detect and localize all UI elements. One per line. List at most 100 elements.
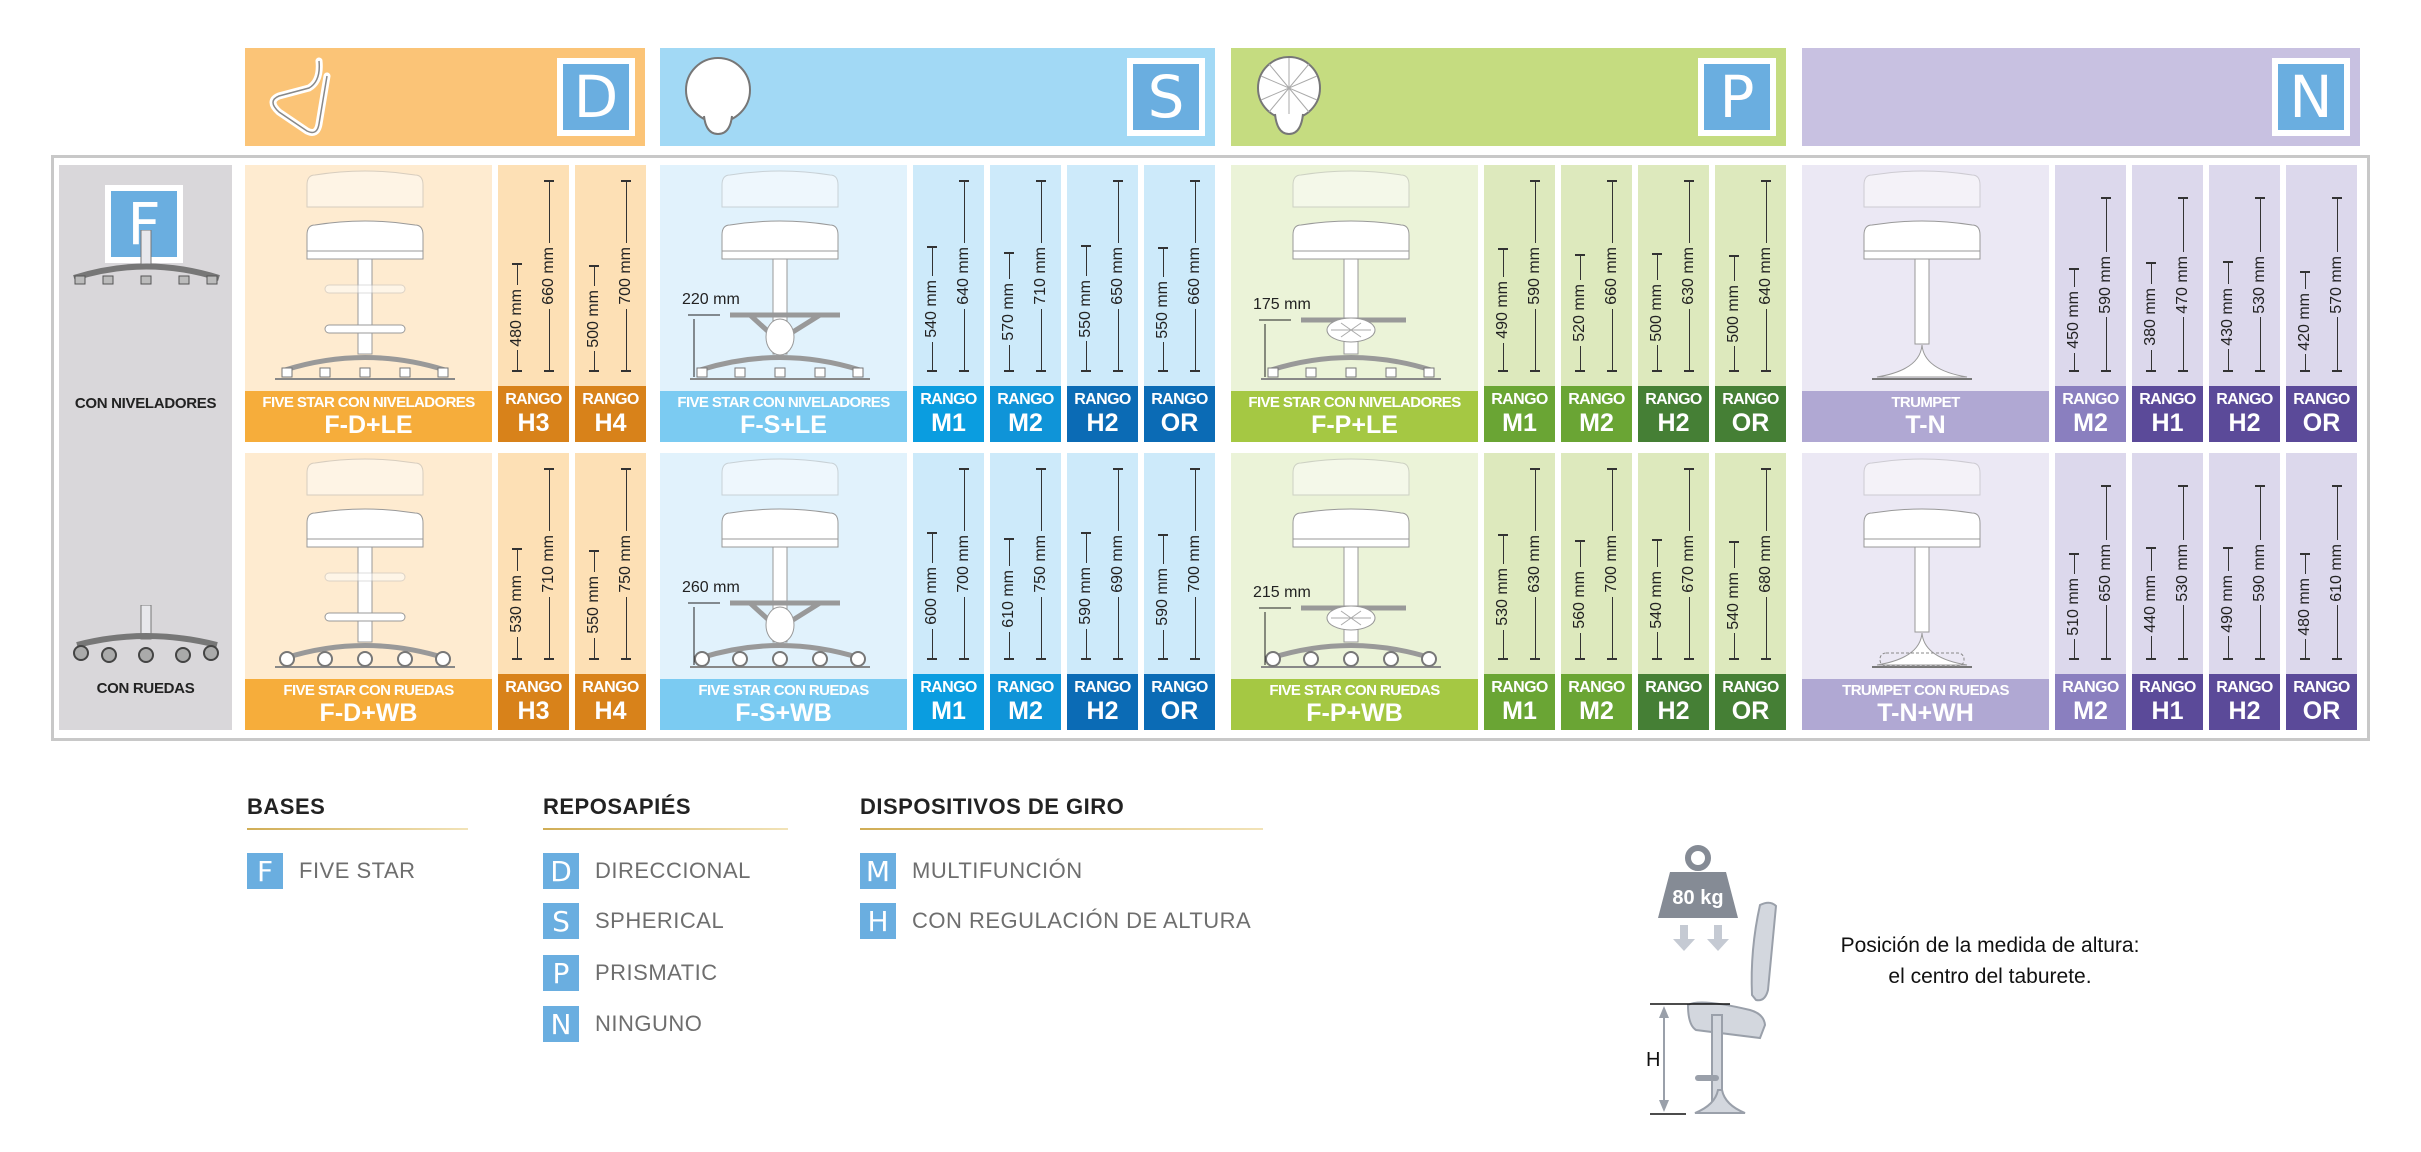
legend-label: PRISMATIC [595, 960, 718, 985]
range-code: M1 [931, 409, 966, 437]
range-caption: RANGO [2293, 679, 2350, 696]
max-height: 700 mm [955, 535, 972, 593]
range-caption: RANGO [2216, 391, 2273, 408]
min-height: 430 mm [2219, 287, 2236, 346]
model-code: F-P+WB [1306, 699, 1403, 727]
header-p: P [1231, 48, 1786, 146]
range-code: M1 [931, 697, 966, 725]
header-d: D [245, 48, 645, 146]
range-code: H3 [517, 697, 550, 725]
min-height-measure: 520 mm [1571, 254, 1589, 373]
max-height: 670 mm [1680, 535, 1697, 593]
max-height: 570 mm [2328, 255, 2345, 314]
range-code: M1 [1502, 697, 1537, 725]
model-caption: FIVE STAR CON NIVELADORES [677, 394, 890, 411]
min-height: 550 mm [1154, 280, 1171, 339]
max-height: 660 mm [1603, 247, 1620, 305]
min-height-measure: 430 mm [2219, 261, 2237, 373]
max-height: 680 mm [1757, 535, 1774, 593]
min-height: 440 mm [2142, 574, 2159, 633]
min-height-measure: 510 mm [2065, 553, 2083, 661]
range-code: OR [1160, 697, 1199, 725]
header-s: S [660, 48, 1215, 146]
range-caption: RANGO [1151, 391, 1208, 408]
bases-column: F CON NIVELADORES CON RUEDAS [59, 165, 232, 730]
min-height-measure: 420 mm [2296, 271, 2314, 373]
range-code: OR [1160, 409, 1199, 437]
max-height: 590 mm [2097, 255, 2114, 314]
min-height-measure: 530 mm [1494, 534, 1512, 661]
range-caption: RANGO [920, 391, 977, 408]
model-caption: FIVE STAR CON RUEDAS [1269, 682, 1440, 699]
model-caption: TRUMPET CON RUEDAS [1842, 682, 2009, 699]
range-caption: RANGO [1722, 679, 1779, 696]
range-caption: RANGO [505, 679, 562, 696]
max-height: 470 mm [2174, 255, 2191, 314]
min-height-measure: 550 mm [585, 550, 603, 661]
max-height-measure: 670 mm [1680, 468, 1698, 661]
stool-illustration [245, 453, 492, 679]
footrest-height: 175 mm [1253, 296, 1311, 313]
base-label-wheels: CON RUEDAS [96, 680, 195, 697]
range-code: OR [2302, 409, 2341, 437]
footrest-badge: D [557, 58, 635, 136]
base-label-levelers: CON NIVELADORES [74, 395, 217, 412]
min-height: 480 mm [2296, 577, 2313, 636]
min-height-measure: 560 mm [1571, 540, 1589, 661]
stool-illustration: 260 mm [660, 453, 907, 679]
min-height: 500 mm [1648, 283, 1665, 342]
range-code: H2 [1086, 409, 1119, 437]
range-code: H2 [2228, 697, 2261, 725]
range-caption: RANGO [1568, 679, 1625, 696]
min-height: 520 mm [1571, 284, 1588, 342]
max-height-measure: 570 mm [2328, 197, 2346, 373]
legend-key: D [543, 853, 579, 889]
min-height: 380 mm [2142, 288, 2159, 346]
range-caption: RANGO [1491, 679, 1548, 696]
legend-key: P [543, 955, 579, 991]
stool-illustration: 220 mm [660, 165, 907, 391]
stool-illustration: 175 mm [1231, 165, 1478, 391]
